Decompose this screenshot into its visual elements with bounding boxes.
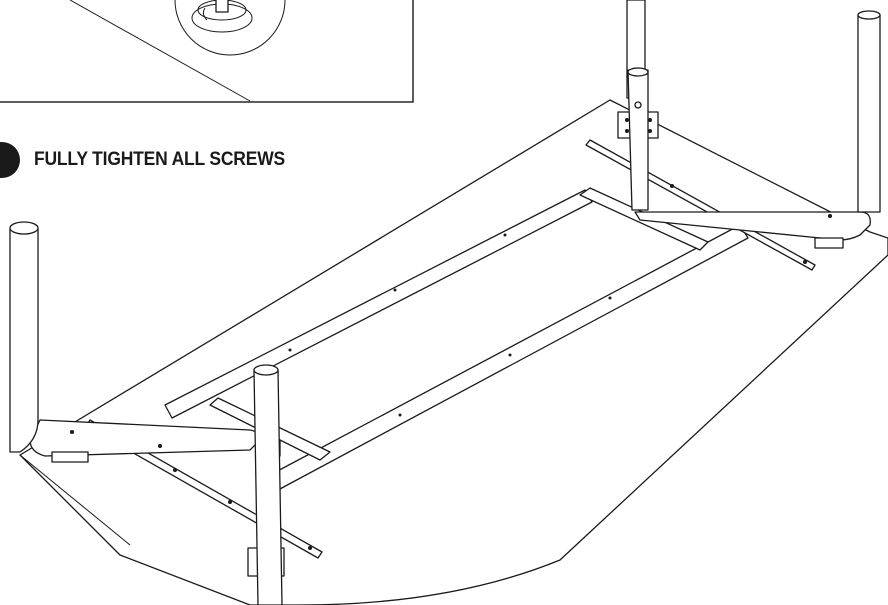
leg-far-right: [857, 14, 881, 213]
instruction-row: FULLY TIGHTEN ALL SCREWS: [0, 140, 307, 180]
left-foot-pad: [51, 451, 89, 463]
step-number-badge: [0, 142, 20, 178]
detail-inset: [0, 0, 414, 103]
leg-front: [253, 369, 283, 605]
leg-far-left: [9, 227, 39, 453]
right-foot-pad: [814, 237, 844, 249]
leg-inner: [627, 69, 649, 211]
back-rail: [164, 189, 593, 419]
table-top-edge: [19, 454, 131, 546]
instruction-text: FULLY TIGHTEN ALL SCREWS: [34, 149, 286, 170]
